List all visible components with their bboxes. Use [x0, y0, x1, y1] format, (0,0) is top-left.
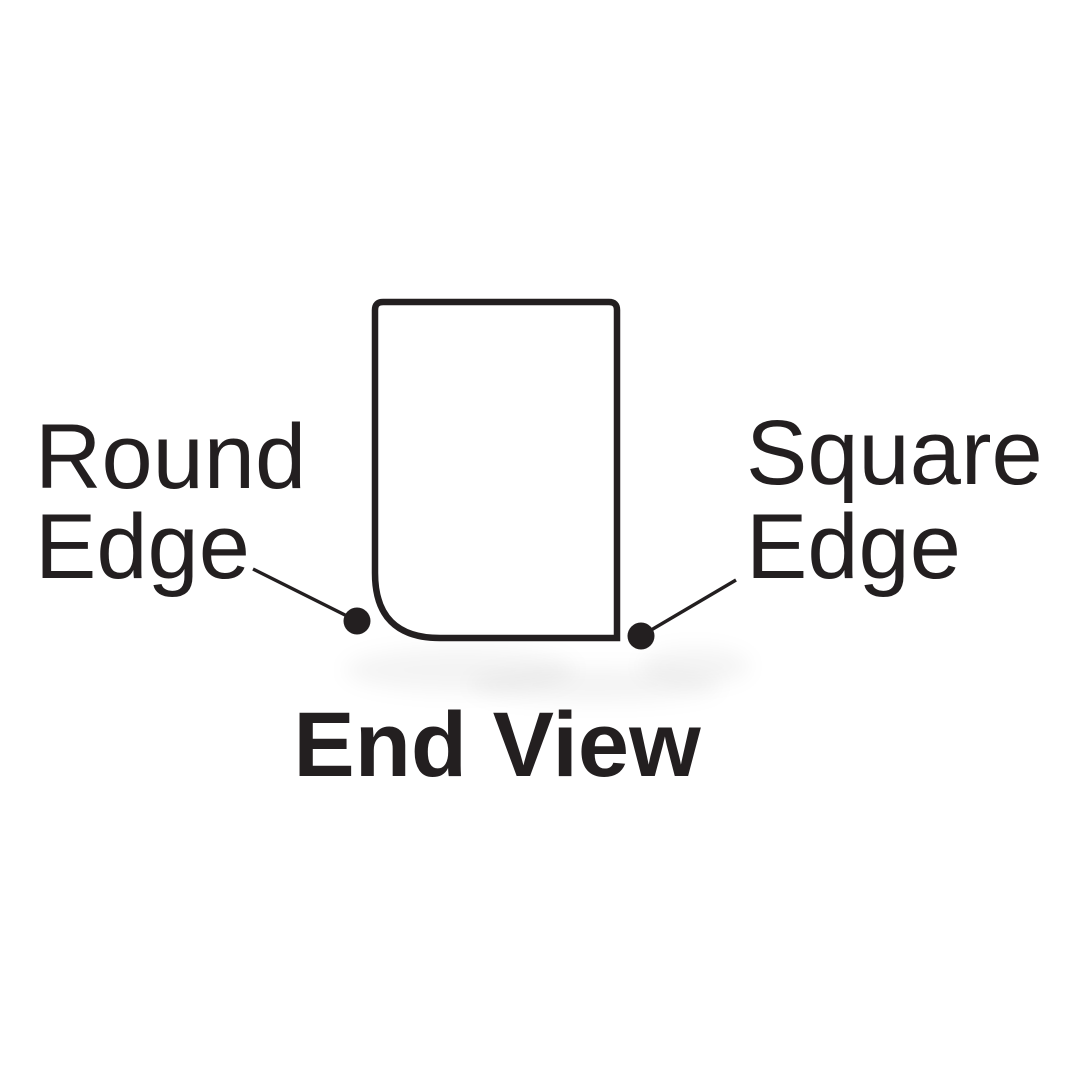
round-edge-leader-line	[252, 567, 358, 623]
square-edge-label-line2: Edge	[746, 496, 961, 598]
diagram-title: End View	[293, 694, 701, 796]
round-edge-label-line2: Edge	[35, 496, 250, 598]
square-edge-dot	[627, 622, 655, 650]
square-edge-label-line1: Square	[746, 402, 1043, 504]
round-edge-label-line1: Round	[35, 406, 306, 508]
round-edge-dot	[343, 607, 371, 635]
profile-outline	[371, 298, 621, 642]
square-edge-leader-line	[640, 578, 737, 638]
